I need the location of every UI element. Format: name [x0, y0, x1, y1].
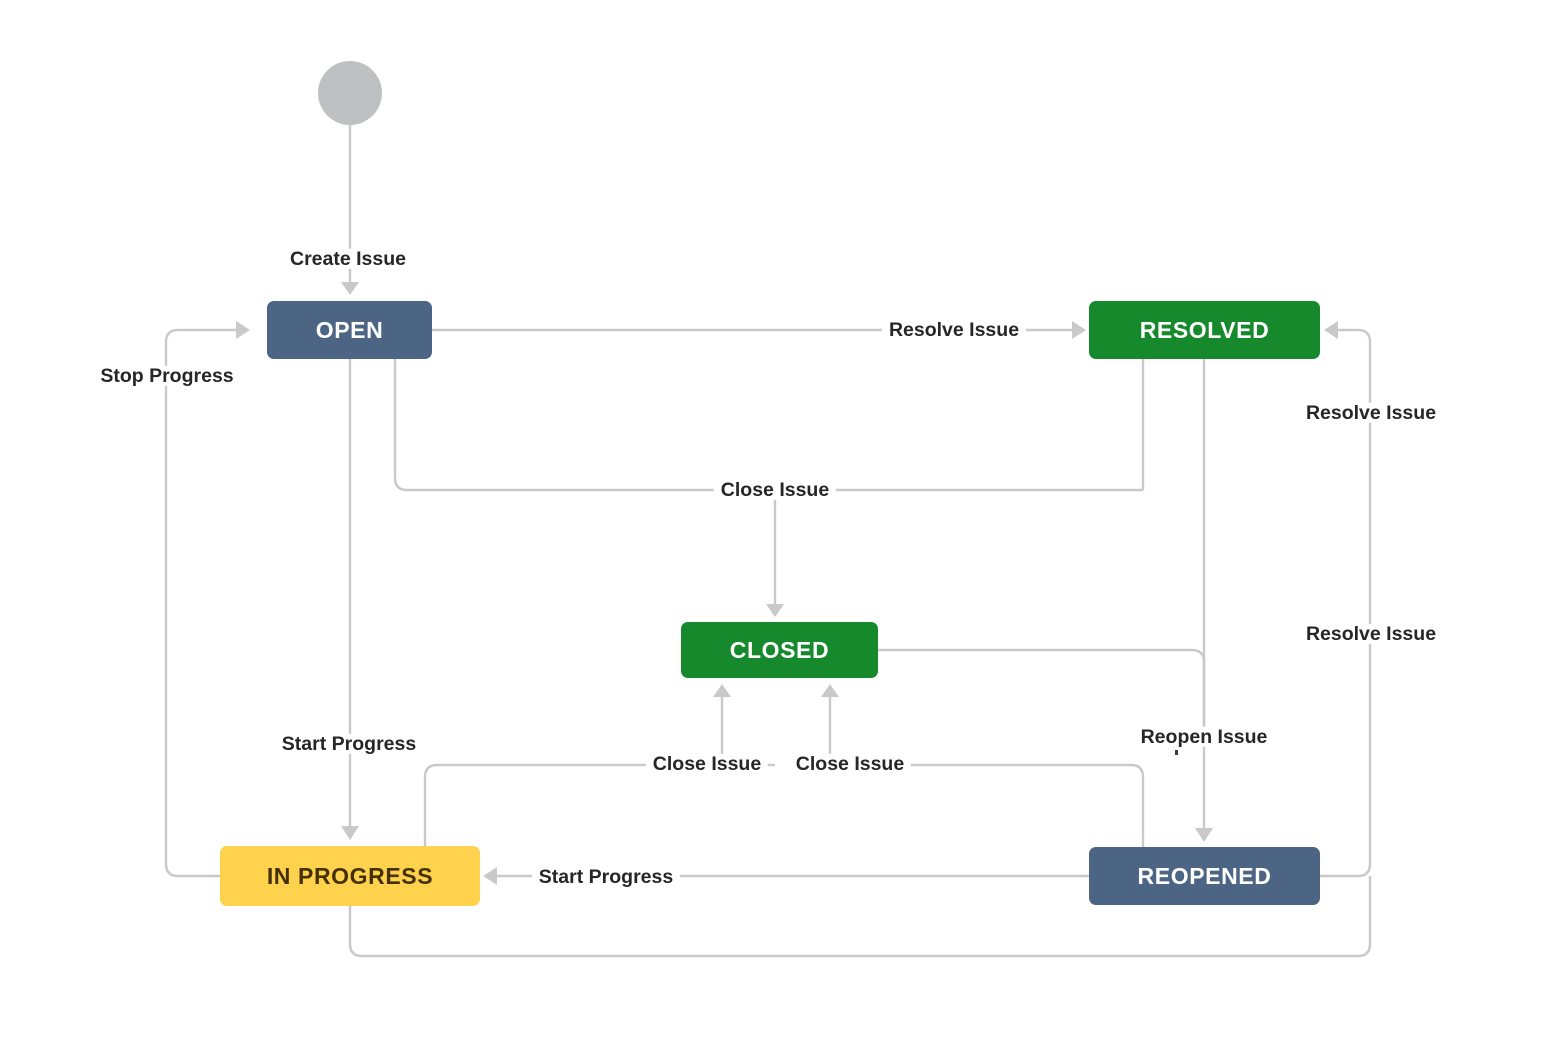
arrowhead-open-to-inprogress [341, 826, 359, 840]
node-closed[interactable]: CLOSED [681, 622, 878, 678]
arrowhead-resolved-to-reopened [1195, 828, 1213, 842]
edge-label-stop-progress: Stop Progress [93, 365, 241, 386]
edge-reopened-to-closed [830, 763, 1145, 847]
node-in-progress-label: IN PROGRESS [266, 862, 434, 889]
edge-reopened-to-resolved [1320, 328, 1372, 878]
edge-label-open-resolve-issue: Resolve Issue [881, 319, 1027, 340]
node-open-label: OPEN [315, 316, 384, 343]
edge-label-reopened-close-issue: Close Issue [788, 753, 912, 774]
arrowhead-reopened-to-closed [821, 684, 839, 697]
arrowhead-inprogress-to-closed [713, 684, 731, 697]
edge-label-create-issue: Create Issue [283, 248, 413, 269]
node-reopened-label: REOPENED [1137, 862, 1272, 889]
edge-label-resolved-resolve-issue: Resolve Issue [1298, 402, 1444, 423]
edge-inprogress-to-resolved [348, 876, 1372, 958]
edge-label-reopened-resolve-issue: Resolve Issue [1298, 623, 1444, 644]
arrowhead-reopened-to-resolved [1324, 321, 1338, 339]
arrowhead-open-to-resolved [1072, 321, 1086, 339]
edge-label-start-progress-vertical: Start Progress [274, 733, 424, 754]
arrowhead-reopened-to-inprogress [483, 867, 497, 885]
edge-label-reopen-issue: Reopen Issue [1133, 726, 1275, 747]
edge-closed-to-reopened [878, 648, 1206, 737]
edge-label-start-progress-horizontal: Start Progress [531, 866, 681, 887]
reopen-issue-speck [1175, 750, 1178, 755]
node-resolved-label: RESOLVED [1139, 316, 1270, 343]
node-reopened[interactable]: REOPENED [1089, 847, 1320, 905]
arrowhead-open-to-closed [766, 604, 784, 617]
arrowhead-inprogress-to-open [236, 321, 250, 339]
node-resolved[interactable]: RESOLVED [1089, 301, 1320, 359]
edge-open-to-closed [393, 359, 1143, 492]
node-in-progress[interactable]: IN PROGRESS [220, 846, 480, 906]
start-node[interactable] [318, 61, 382, 125]
edge-inprogress-to-closed [423, 763, 775, 846]
arrowhead-start-to-open [341, 282, 359, 295]
edge-label-open-close-issue: Close Issue [713, 479, 837, 500]
node-open[interactable]: OPEN [267, 301, 432, 359]
edge-label-inprogress-close-issue: Close Issue [645, 753, 769, 774]
node-closed-label: CLOSED [729, 636, 830, 663]
edge-inprogress-to-open [164, 328, 236, 878]
